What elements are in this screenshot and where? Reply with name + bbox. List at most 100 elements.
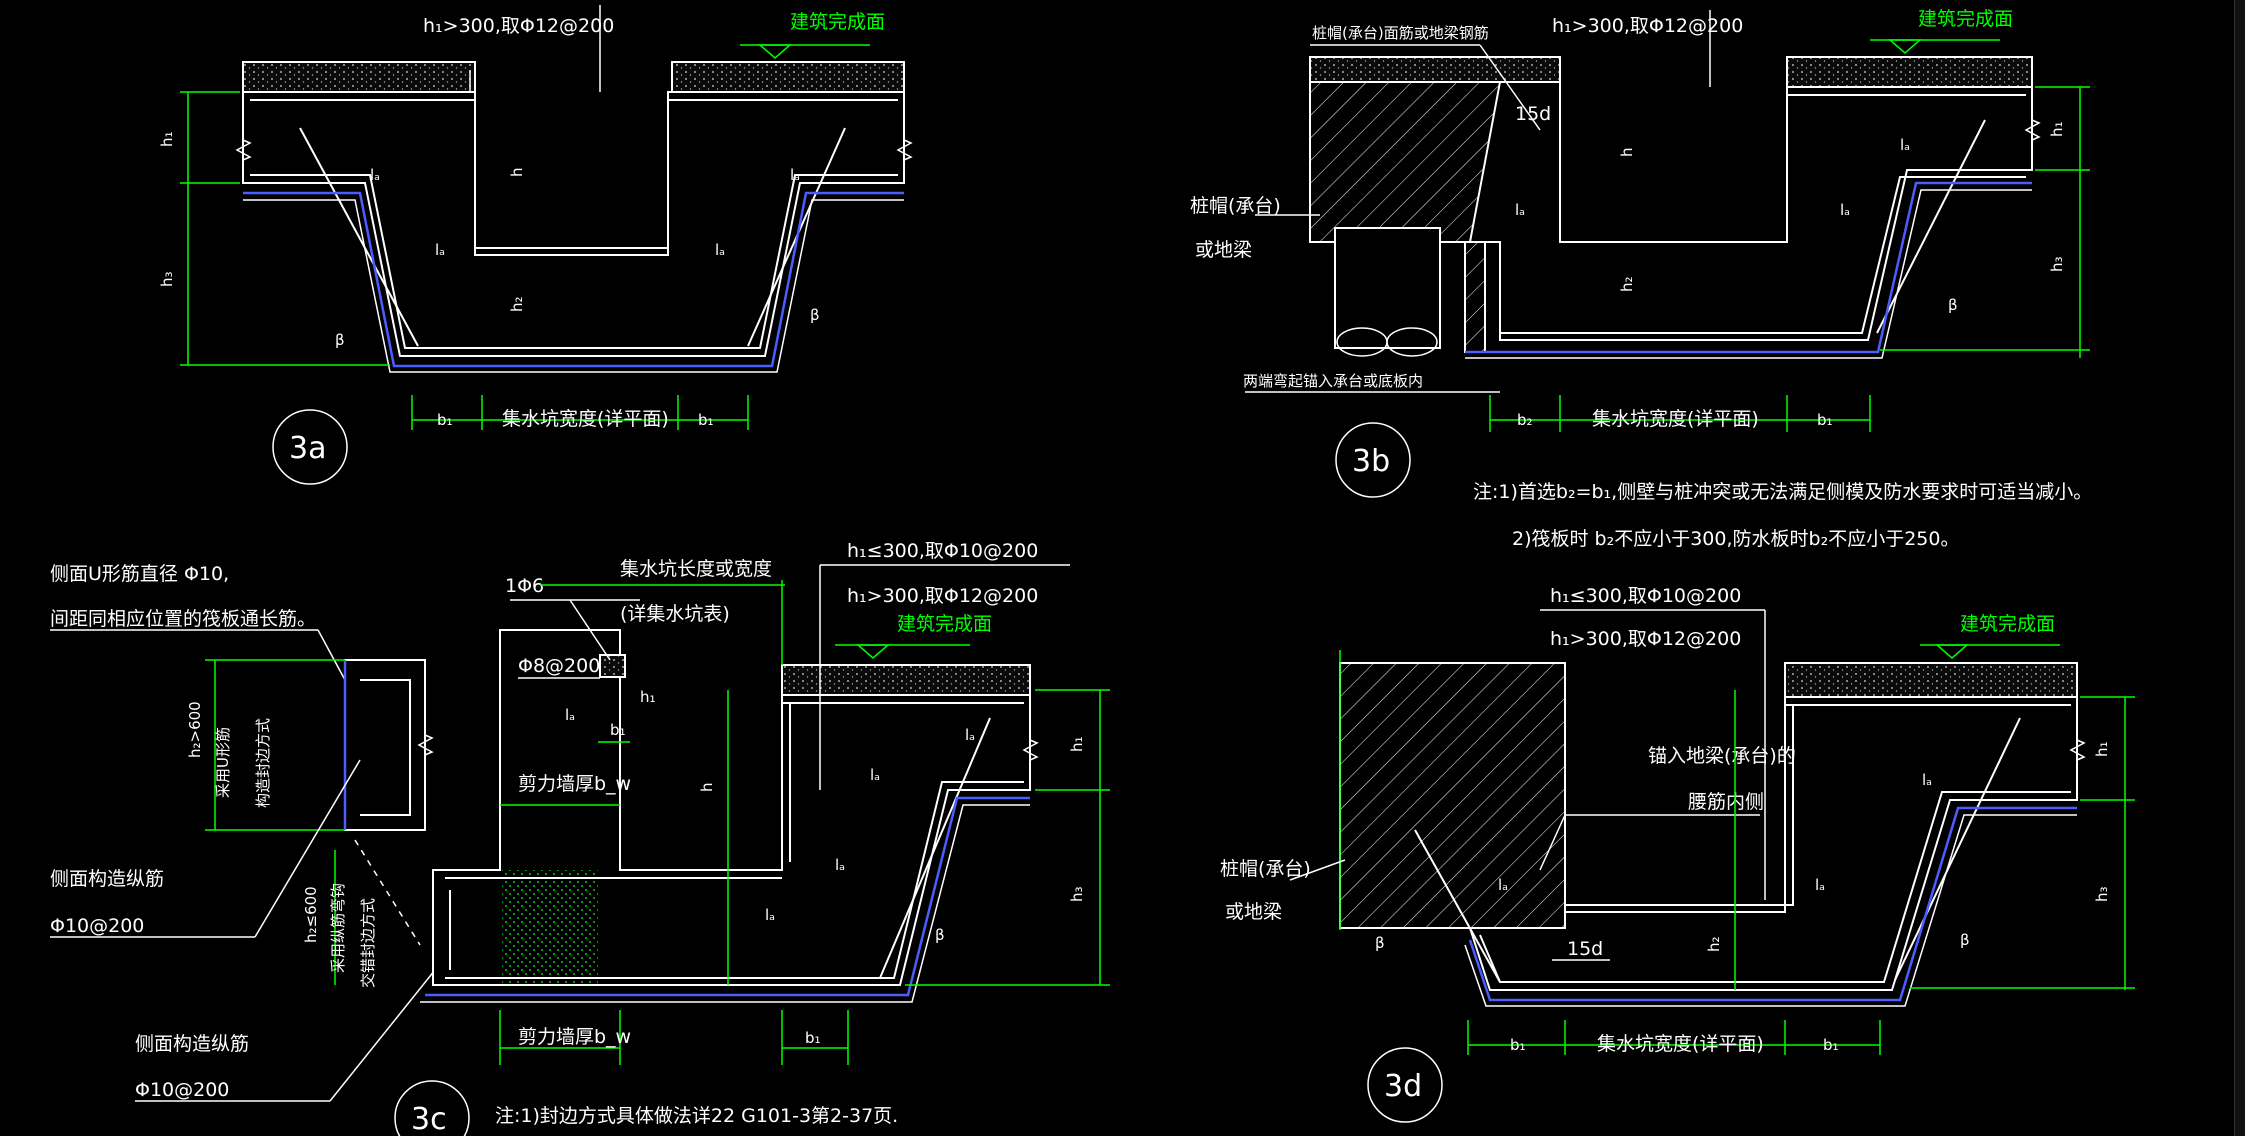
label-circle-3d [1367, 1047, 1443, 1123]
la-3d-3: lₐ [1815, 876, 1825, 894]
waterproof-3d [1468, 806, 2077, 1002]
finish-floor-3c: 建筑完成面 [897, 613, 992, 635]
method-u-2-3c: 构造封边方式 [254, 718, 272, 808]
side-long-4-3c: Φ10@200 [135, 1079, 229, 1101]
cap-3d-hatch [1339, 662, 1566, 929]
h-3c: h [698, 782, 716, 792]
side-long-3-3c: 侧面构造纵筋 [135, 1033, 249, 1055]
slab-3d-right [1784, 662, 2078, 698]
detail-3c: 侧面U形筋直径 Φ10, 间距同相应位置的筏板通长筋。 h₂>600 采用U形筋… [50, 540, 1110, 1136]
break-3c-u [417, 734, 434, 756]
la-3c-1: lₐ [565, 706, 575, 724]
leader-3c-u2 [317, 629, 346, 681]
dim-3a-h1: h₁ [158, 131, 176, 147]
break-3a-right [896, 139, 913, 161]
la-3a-1: lₐ [370, 166, 380, 184]
side-long-1-3c: 侧面构造纵筋 [50, 868, 164, 890]
finish-floor-3a: 建筑完成面 [790, 11, 885, 33]
beta-3d-1: β [1375, 934, 1385, 952]
method-long-2-3c: 交错封边方式 [359, 898, 377, 988]
dim-3b-width: 集水坑宽度(详平面) [1592, 408, 1759, 430]
la-3b-3: lₐ [1840, 201, 1850, 219]
slab-3a-right [671, 61, 905, 93]
rebar-3d-diag [1894, 717, 2021, 981]
note1-3c: 注:1)封边方式具体做法详22 G101-3第2-37页. [495, 1105, 898, 1127]
shear-wall-3c-2: 剪力墙厚b_w [518, 1026, 631, 1048]
label-circle-3a [272, 409, 348, 485]
note-3b-top: h₁>300,取Φ12@200 [1552, 15, 1743, 37]
h2-gt-3c: h₂>600 [186, 701, 204, 758]
dim-3a-h: h [508, 167, 526, 177]
waterproof-3c [425, 796, 1030, 997]
b1-3c: b₁ [805, 1029, 821, 1047]
rebar-3b-bottom [1500, 176, 2026, 334]
note-3a-top: h₁>300,取Φ12@200 [423, 15, 614, 37]
u-bar-3c [360, 679, 411, 816]
leader-3d-cap [1289, 859, 1346, 881]
cushion-3b [1465, 189, 2032, 359]
la-3c-2: lₐ [870, 766, 880, 784]
break-3a-left [235, 139, 252, 161]
finish-floor-3b: 建筑完成面 [1918, 8, 2013, 30]
slab-3a-left [242, 61, 476, 93]
rebar-3d-anchor [1414, 829, 1501, 983]
pit-size-2-3c: (详集水坑表) [620, 603, 730, 625]
slab-3c-right [781, 664, 1031, 696]
h1-3c-small: h₁ [640, 688, 656, 706]
label-3b: 3b [1352, 444, 1390, 479]
cushion-3a [243, 199, 904, 373]
h1-le-3c: h₁≤300,取Φ10@200 [847, 540, 1038, 562]
h2-le-3c: h₂≤600 [302, 886, 320, 943]
rebar-note-3b: 桩帽(承台)面筋或地梁钢筋 [1312, 24, 1489, 42]
d15-3d: 15d [1567, 938, 1603, 960]
h1-gt-3c: h₁>300,取Φ12@200 [847, 585, 1038, 607]
h3-3c: h₃ [1068, 886, 1086, 902]
dim-3b-h1: h₁ [2048, 121, 2066, 137]
h1-3d: h₁ [2093, 741, 2111, 757]
finish-symbol-3c [855, 644, 891, 659]
detail-3b: 桩帽(承台)面筋或地梁钢筋 h₁>300,取Φ12@200 建筑完成面 15d … [1190, 8, 2092, 550]
dim-3b-h: h [1618, 147, 1636, 157]
b1-3d-left: b₁ [1510, 1036, 1526, 1054]
beta-3d-2: β [1960, 931, 1970, 949]
dim-3a-h2: h₂ [508, 296, 526, 312]
side-u-1-3c: 侧面U形筋直径 Φ10, [50, 563, 229, 585]
cushion-3c [420, 804, 1030, 1003]
leader-3c-phi6b [569, 599, 611, 661]
dim-3b-h3: h₃ [2048, 256, 2066, 272]
slab-3b-right [1786, 56, 2033, 88]
rebar-3d-top [1565, 704, 2071, 906]
la-3b-2: lₐ [1900, 136, 1910, 154]
h3-3d: h₃ [2093, 886, 2111, 902]
vertical-scrollbar[interactable] [2234, 0, 2245, 1136]
leader-3b-note-2 [1479, 44, 1541, 131]
dim-3a-h3: h₃ [158, 271, 176, 287]
finish-floor-3d: 建筑完成面 [1960, 613, 2055, 635]
pit-section-3d [1468, 663, 2078, 991]
pit-size-1-3c: 集水坑长度或宽度 [620, 558, 772, 580]
pit-section-3a [242, 91, 905, 357]
beam-3b: 或地梁 [1195, 239, 1252, 261]
note1-3b: 注:1)首选b₂=b₁,侧壁与桩冲突或无法满足侧模及防水要求时可适当减小。 [1473, 481, 2092, 503]
rebar-3c-diag [879, 717, 991, 979]
phi8-3c: Φ8@200 [518, 655, 600, 677]
finish-symbol-3d [1934, 644, 1970, 659]
dim-3a-width: 集水坑宽度(详平面) [502, 408, 669, 430]
waterproof-3b [1465, 181, 2032, 354]
finish-symbol-3a [757, 44, 793, 59]
detail-3a: h₁>300,取Φ12@200 建筑完成面 h₁ h₃ h h₂ lₐ lₐ l… [158, 5, 913, 485]
pile-3b-end2 [1386, 327, 1438, 357]
la-3c-5: lₐ [965, 726, 975, 744]
la-3a-2: lₐ [790, 166, 800, 184]
pit-section-3b [1468, 81, 2033, 341]
pile-3b-side [1464, 241, 1486, 353]
la-3b-1: lₐ [1515, 201, 1525, 219]
la-3d-2: lₐ [1498, 876, 1508, 894]
rebar-3b-diag [1876, 119, 1986, 334]
b1-3d-right: b₁ [1823, 1036, 1839, 1054]
cap-3d: 桩帽(承台) [1220, 858, 1311, 880]
h1-3c: h₁ [1068, 736, 1086, 752]
dim-3b-b1: b₁ [1817, 411, 1833, 429]
h2-3d: h₂ [1705, 936, 1723, 952]
dim-3b-b2: b₂ [1517, 411, 1533, 429]
